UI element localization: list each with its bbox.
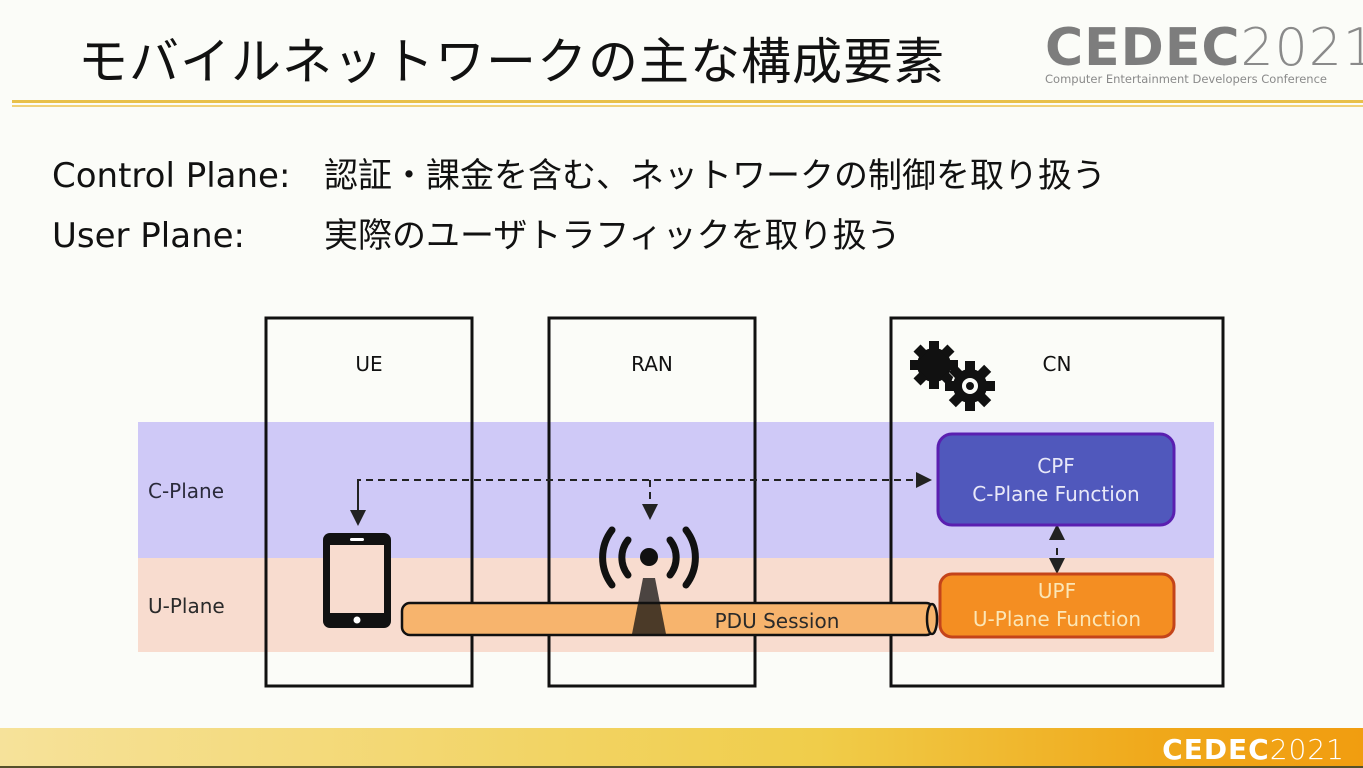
logo-year: 2021 — [1240, 18, 1363, 78]
upf-box — [938, 572, 1176, 639]
ue-column — [264, 316, 474, 688]
cn-label: CN — [1043, 352, 1072, 376]
control-plane-label: Control Plane: — [52, 156, 291, 196]
cedec-logo: CEDEC2021 Computer Entertainment Develop… — [1045, 22, 1363, 86]
footer-logo-brand: CEDEC — [1162, 733, 1270, 766]
logo-subtitle: Computer Entertainment Developers Confer… — [1045, 72, 1327, 86]
title-divider-secondary — [12, 105, 1363, 107]
user-plane-text: 実際のユーザトラフィックを取り扱う — [324, 216, 901, 256]
user-plane-label: User Plane: — [52, 216, 246, 256]
cpf-subtitle: C-Plane Function — [972, 482, 1139, 506]
cn-column — [889, 316, 1225, 688]
title-divider — [12, 100, 1363, 103]
cpf-box — [936, 432, 1176, 527]
c-plane-label: C-Plane — [148, 479, 224, 503]
ue-label: UE — [355, 352, 382, 376]
gears-icon — [910, 341, 995, 411]
control-plane-line: Control Plane: 認証・課金を含む、ネットワークの制御を取り扱う — [52, 148, 1106, 197]
upf-title: UPF — [1038, 579, 1076, 603]
ran-label: RAN — [631, 352, 673, 376]
control-signaling-path — [350, 472, 1065, 574]
footer-bar — [0, 728, 1363, 768]
user-plane-line: User Plane: 実際のユーザトラフィックを取り扱う — [52, 208, 901, 257]
control-plane-text: 認証・課金を含む、ネットワークの制御を取り扱う — [324, 156, 1106, 196]
slide-title: モバイルネットワークの主な構成要素 — [78, 33, 945, 91]
smartphone-icon — [323, 533, 391, 628]
antenna-icon — [599, 526, 699, 634]
cpf-title: CPF — [1037, 454, 1075, 478]
pdu-session-label: PDU Session — [715, 609, 840, 633]
u-plane-label: U-Plane — [148, 594, 225, 618]
upf-subtitle: U-Plane Function — [973, 607, 1141, 631]
footer-logo-year: 2021 — [1269, 733, 1345, 766]
pdu-session-pipe — [400, 601, 939, 637]
logo-brand: CEDEC — [1045, 18, 1241, 78]
footer-logo: CEDEC2021 — [1162, 733, 1345, 766]
ran-column — [547, 316, 757, 688]
